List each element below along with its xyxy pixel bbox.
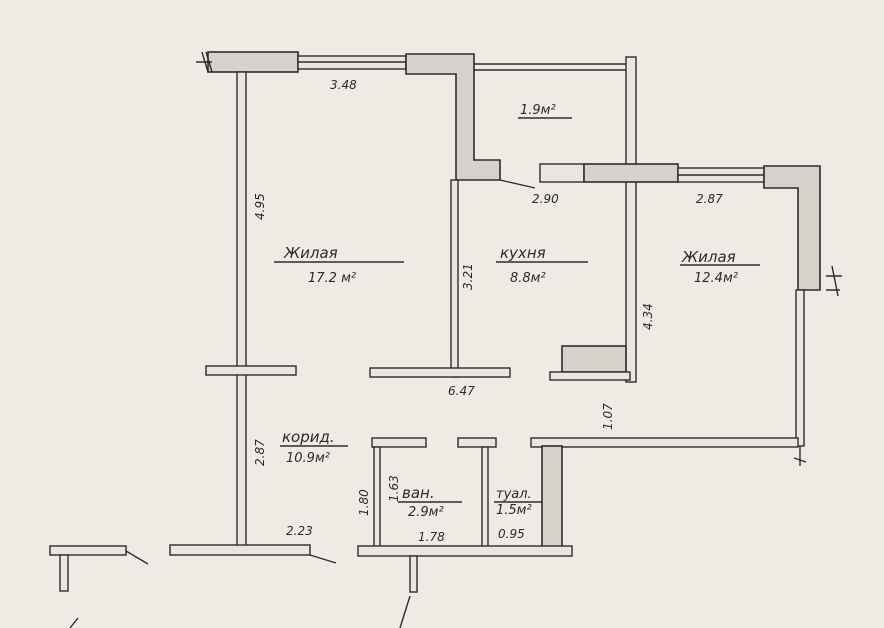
wall-vertical-kitchen-left <box>450 179 459 378</box>
leader-bottom-arrow-left <box>69 617 79 628</box>
break-mark-right-bottom <box>793 446 807 466</box>
dim-180: 1.80 <box>357 489 371 516</box>
leader-bottom-mid <box>309 554 337 564</box>
room-living2-area: 12.4м² <box>694 271 738 286</box>
break-mark-right <box>826 265 842 297</box>
wall-l-block <box>405 53 501 181</box>
room-small-area: 1.9м² <box>520 103 556 118</box>
room-labels: Жилая 17.2 м² 1.9м² кухня 8.8м² Жилая 12… <box>282 103 738 520</box>
room-toilet-area: 1.5м² <box>496 503 532 518</box>
room-kitchen-area: 8.8м² <box>510 271 546 286</box>
room-corridor-name: корид. <box>282 428 335 446</box>
wall-bottom-left <box>169 544 311 556</box>
room-living2-name: Жилая <box>681 248 736 266</box>
dim-434: 4.34 <box>641 303 655 330</box>
room-bath-name: ван. <box>402 484 435 502</box>
wall-bath-divider <box>481 446 489 548</box>
leader-290 <box>499 179 536 189</box>
dim-095: 0.95 <box>498 527 525 541</box>
wall-stove-block <box>561 345 627 373</box>
wall-vertical-left <box>236 71 247 549</box>
room-corridor-area: 10.9м² <box>286 451 330 466</box>
wall-h-left-stub <box>205 365 297 376</box>
wall-h-kitchen-right <box>549 371 631 381</box>
dim-287a: 2.87 <box>696 192 723 206</box>
break-mark-top-left <box>196 51 213 73</box>
room-kitchen-name: кухня <box>500 244 546 262</box>
wall-top-left <box>207 51 299 73</box>
wall-h-corridor-right <box>530 437 799 448</box>
wall-corridor-right-block <box>541 445 563 549</box>
leader-bottom-arrow <box>399 595 411 628</box>
dim-495: 4.95 <box>253 193 267 220</box>
wall-bottom-post <box>409 555 418 593</box>
wall-bottom-far-left-post <box>59 554 69 592</box>
dim-163: 1.63 <box>387 475 401 502</box>
room-bath-area: 2.9м² <box>408 505 444 520</box>
dim-223: 2.23 <box>286 524 313 538</box>
dim-107: 1.07 <box>601 403 615 430</box>
wall-bath-left <box>373 446 381 548</box>
wall-vertical-right <box>795 289 805 447</box>
leader-bottom-left <box>125 550 149 565</box>
dim-287b: 2.87 <box>253 439 267 466</box>
wall-bottom-far-left <box>49 545 127 556</box>
dim-348: 3.48 <box>330 78 357 92</box>
dimension-labels: 3.48 4.95 2.90 2.87 3.21 4.34 6.47 1.07 … <box>253 78 723 544</box>
wall-bath-top-left <box>371 437 427 448</box>
dim-321: 3.21 <box>461 263 475 290</box>
dim-647: 6.47 <box>448 384 475 398</box>
walls <box>49 51 842 628</box>
dim-290: 2.90 <box>532 192 559 206</box>
window-living2-left <box>539 163 585 183</box>
dim-178: 1.78 <box>418 530 445 544</box>
wall-right-block <box>763 165 821 291</box>
room-toilet-name: туал. <box>496 487 532 502</box>
wall-vertical-kitchen-right <box>625 56 637 383</box>
room-living1-area: 17.2 м² <box>308 271 356 286</box>
room-living1-name: Жилая <box>283 244 338 262</box>
wall-bath-top-right <box>457 437 497 448</box>
wall-bottom-bath <box>357 545 573 557</box>
wall-h-kitchen-bottom <box>369 367 511 378</box>
wall-living2-top <box>583 163 679 183</box>
